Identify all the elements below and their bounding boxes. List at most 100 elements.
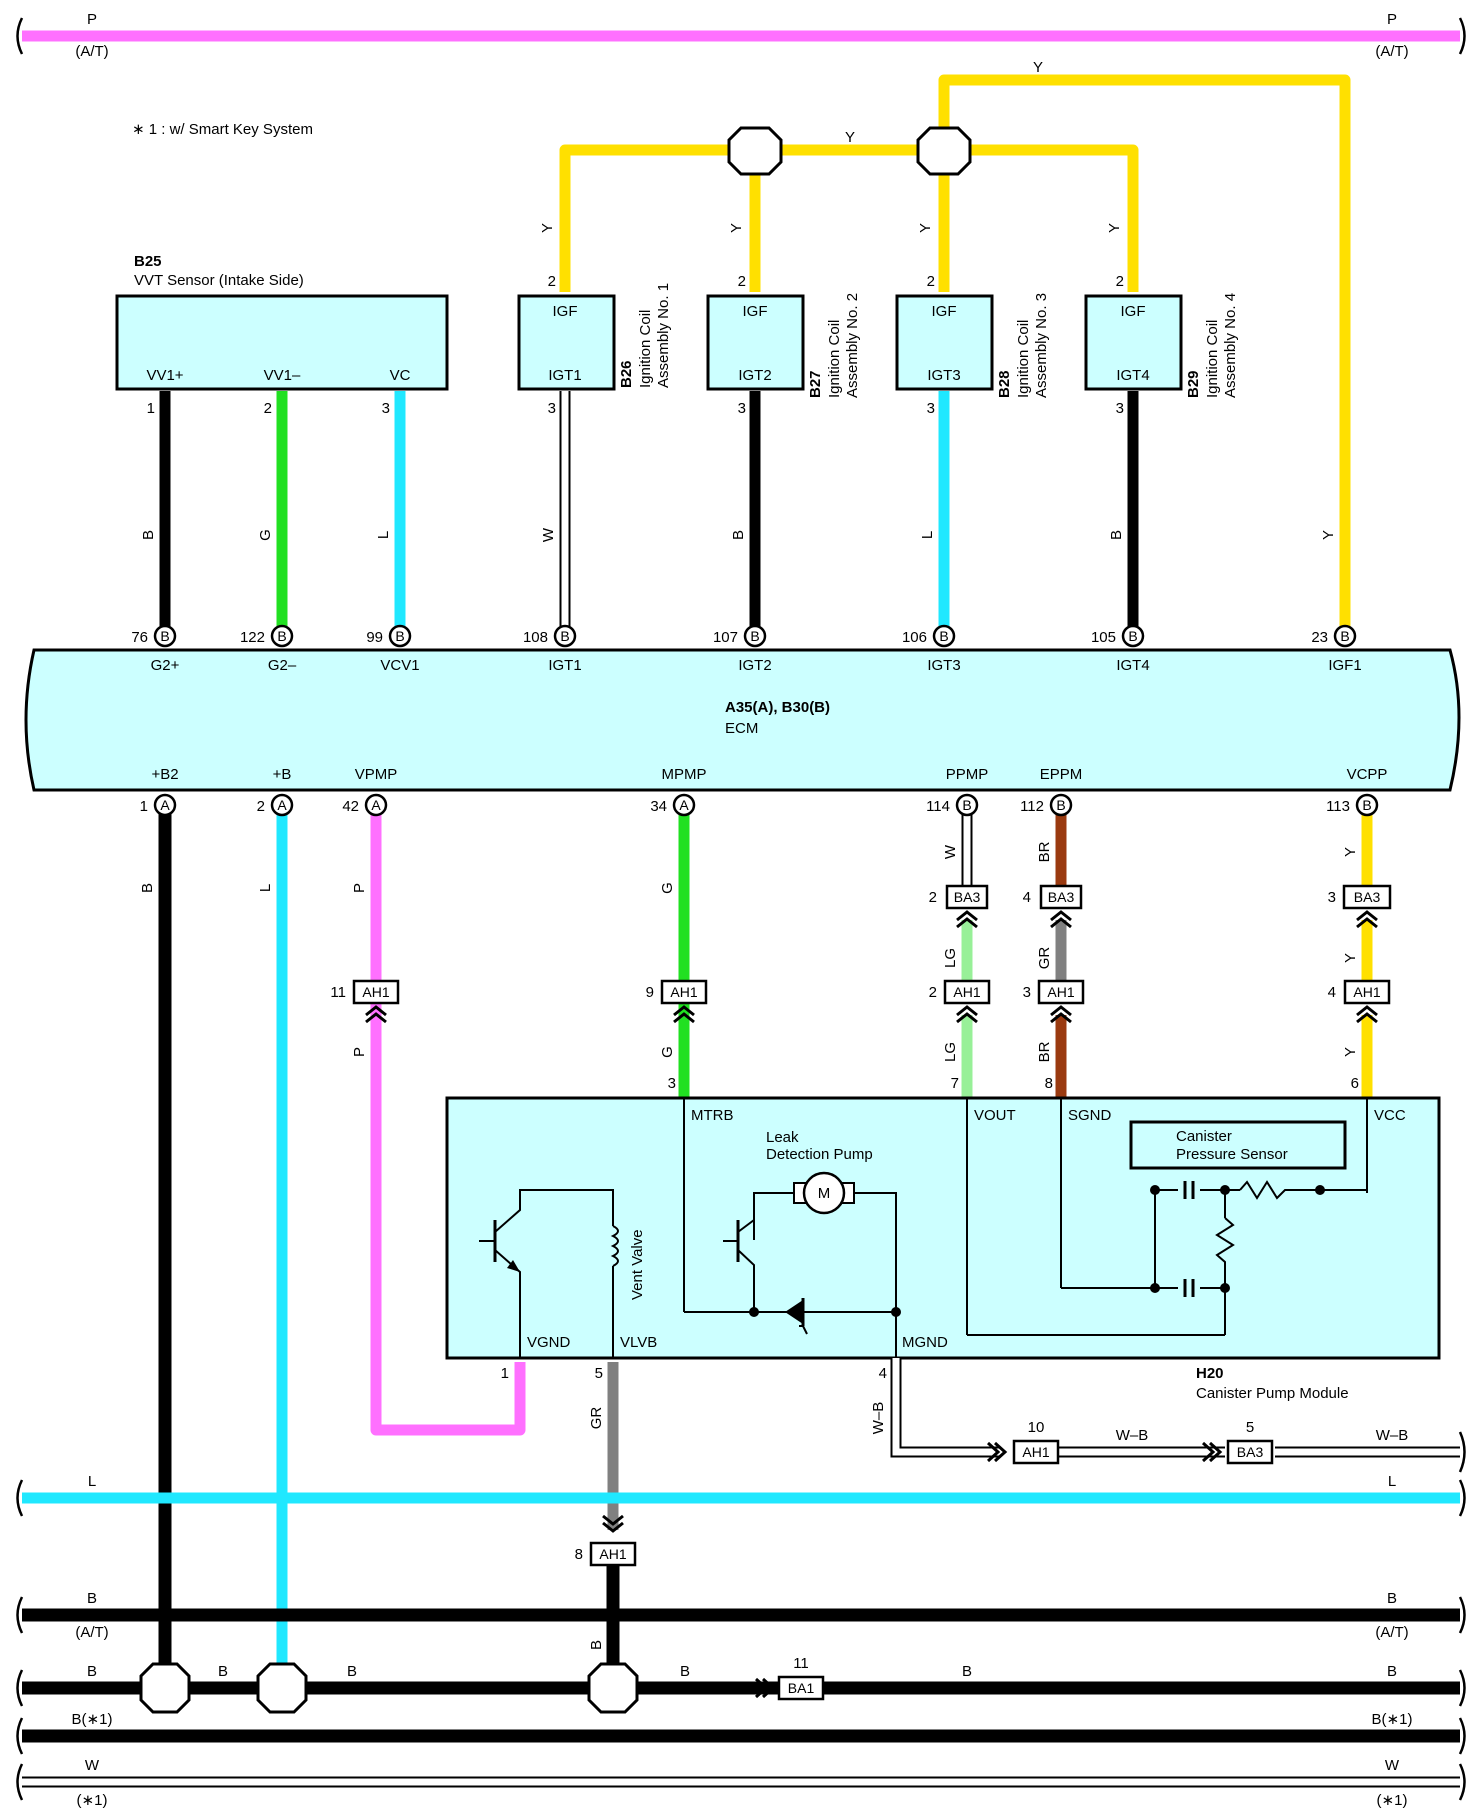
ecm-name: ECM xyxy=(725,720,758,737)
svg-text:Canister Pump Module: Canister Pump Module xyxy=(1196,1385,1349,1402)
svg-text:108: 108 xyxy=(523,629,548,646)
svg-text:IGT3: IGT3 xyxy=(927,367,960,384)
svg-text:A: A xyxy=(679,797,689,813)
svg-text:IGF: IGF xyxy=(1121,303,1146,320)
svg-text:W–B: W–B xyxy=(870,1402,887,1435)
svg-text:2: 2 xyxy=(738,273,746,290)
wire-label-y-right: Y xyxy=(1320,530,1337,540)
canister-pump-module: 3 7 8 6 MTRB VOUT SGND VCC VGND VLVB MGN… xyxy=(445,1075,1441,1402)
svg-text:AH1: AH1 xyxy=(599,1546,626,1562)
svg-text:MTRB: MTRB xyxy=(691,1107,734,1124)
p-bus-sub-left: (A/T) xyxy=(75,43,108,60)
svg-text:106: 106 xyxy=(902,629,927,646)
svg-text:7: 7 xyxy=(951,1075,959,1092)
svg-text:B: B xyxy=(680,1663,690,1680)
vvt-code: B25 xyxy=(134,253,162,270)
svg-text:A: A xyxy=(160,797,170,813)
svg-text:LG: LG xyxy=(942,948,959,968)
svg-text:BA1: BA1 xyxy=(788,1680,815,1696)
svg-text:Assembly No. 4: Assembly No. 4 xyxy=(1222,293,1239,398)
svg-text:W: W xyxy=(942,844,959,859)
svg-text:11: 11 xyxy=(793,1655,809,1672)
conn-ba3-2: BA3 2 xyxy=(929,884,989,929)
svg-text:B: B xyxy=(87,1663,97,1680)
svg-text:VCV1: VCV1 xyxy=(380,657,419,674)
svg-text:23: 23 xyxy=(1311,629,1328,646)
coil-3: IGF IGT3 2 3 Y B28 Ignition Coil Assembl… xyxy=(895,223,1050,417)
svg-text:B: B xyxy=(347,1663,357,1680)
wire-label-mpmp-bot: G xyxy=(659,1046,676,1058)
wire-label-b: L xyxy=(257,884,274,892)
svg-text:Canister: Canister xyxy=(1176,1128,1232,1145)
svg-text:B: B xyxy=(218,1663,228,1680)
vvt-sensor: B25 VVT Sensor (Intake Side) VV1+ VV1– V… xyxy=(115,253,449,391)
svg-text:BR: BR xyxy=(1036,841,1053,862)
svg-text:9: 9 xyxy=(646,984,654,1001)
svg-text:3: 3 xyxy=(668,1075,676,1092)
vvt-wire-3: L xyxy=(375,531,392,539)
vvt-pin-1: 1 xyxy=(147,400,155,417)
svg-text:IGF: IGF xyxy=(553,303,578,320)
svg-text:IGF: IGF xyxy=(932,303,957,320)
svg-text:4: 4 xyxy=(1328,984,1336,1001)
vvt-term-2: VV1– xyxy=(264,367,301,384)
svg-text:Ignition Coil: Ignition Coil xyxy=(1204,320,1221,398)
vvt-wire-1: B xyxy=(140,530,157,540)
svg-text:1: 1 xyxy=(501,1365,509,1382)
svg-text:PPMP: PPMP xyxy=(946,766,989,783)
splice-4 xyxy=(256,1662,308,1714)
svg-text:B: B xyxy=(1128,628,1137,644)
splice-5 xyxy=(587,1662,639,1714)
svg-text:VCC: VCC xyxy=(1374,1107,1406,1124)
svg-text:2: 2 xyxy=(929,984,937,1001)
svg-text:8: 8 xyxy=(1045,1075,1053,1092)
svg-text:B(∗1): B(∗1) xyxy=(72,1711,113,1728)
wire-label-y-mid: Y xyxy=(845,129,855,146)
splice-3 xyxy=(139,1662,191,1714)
conn-ah1-3: AH1 3 xyxy=(1023,979,1085,1024)
svg-text:Y: Y xyxy=(728,223,745,233)
svg-text:G2–: G2– xyxy=(268,657,297,674)
svg-text:Y: Y xyxy=(539,223,556,233)
svg-text:IGT2: IGT2 xyxy=(738,657,771,674)
conn-ah1-2: AH1 2 xyxy=(929,979,991,1024)
conn-ba3-5: BA3 5 xyxy=(1226,1419,1274,1465)
svg-text:AH1: AH1 xyxy=(670,984,697,1000)
svg-text:VGND: VGND xyxy=(527,1334,571,1351)
p-bus-label-right: P xyxy=(1387,11,1397,28)
svg-text:8: 8 xyxy=(575,1546,583,1563)
coil-wire-2: B xyxy=(730,530,747,540)
svg-text:(∗1): (∗1) xyxy=(77,1792,108,1809)
svg-text:1: 1 xyxy=(140,798,148,815)
wire-label-mpmp-top: G xyxy=(659,882,676,894)
svg-text:AH1: AH1 xyxy=(362,984,389,1000)
svg-text:3: 3 xyxy=(1116,400,1124,417)
conn-ba3-4: BA3 4 xyxy=(1023,884,1083,929)
conn-ah1-8: AH1 8 xyxy=(575,1514,637,1567)
svg-text:BA3: BA3 xyxy=(1354,889,1381,905)
svg-text:B: B xyxy=(1340,628,1349,644)
svg-text:L: L xyxy=(1388,1473,1396,1490)
svg-text:B: B xyxy=(962,797,971,813)
conn-ah1-9: AH1 9 xyxy=(646,979,708,1024)
coil-4: IGF IGT4 2 3 Y B29 Ignition Coil Assembl… xyxy=(1084,223,1239,417)
svg-text:B: B xyxy=(962,1663,972,1680)
svg-text:3: 3 xyxy=(1023,984,1031,1001)
splice-1 xyxy=(727,126,783,176)
coil-1: IGF IGT1 2 3 Y B26 Ignition Coil Assembl… xyxy=(517,223,672,417)
svg-text:GR: GR xyxy=(588,1407,605,1430)
ecm-top-pins: B 76 G2+ B 122 G2– B 99 VCV1 B 108 IGT1 … xyxy=(131,624,1362,674)
svg-text:IGT4: IGT4 xyxy=(1116,367,1149,384)
svg-text:B: B xyxy=(1362,797,1371,813)
svg-text:42: 42 xyxy=(342,798,359,815)
svg-text:L: L xyxy=(88,1473,96,1490)
svg-text:+B: +B xyxy=(273,766,292,783)
svg-text:SGND: SGND xyxy=(1068,1107,1112,1124)
footnote: ∗ 1 : w/ Smart Key System xyxy=(132,121,313,138)
svg-text:5: 5 xyxy=(595,1365,603,1382)
svg-text:Y: Y xyxy=(1342,1047,1359,1057)
svg-text:4: 4 xyxy=(1023,889,1031,906)
svg-text:G2+: G2+ xyxy=(151,657,180,674)
p-bus-label-left: P xyxy=(87,11,97,28)
svg-text:+B2: +B2 xyxy=(151,766,178,783)
